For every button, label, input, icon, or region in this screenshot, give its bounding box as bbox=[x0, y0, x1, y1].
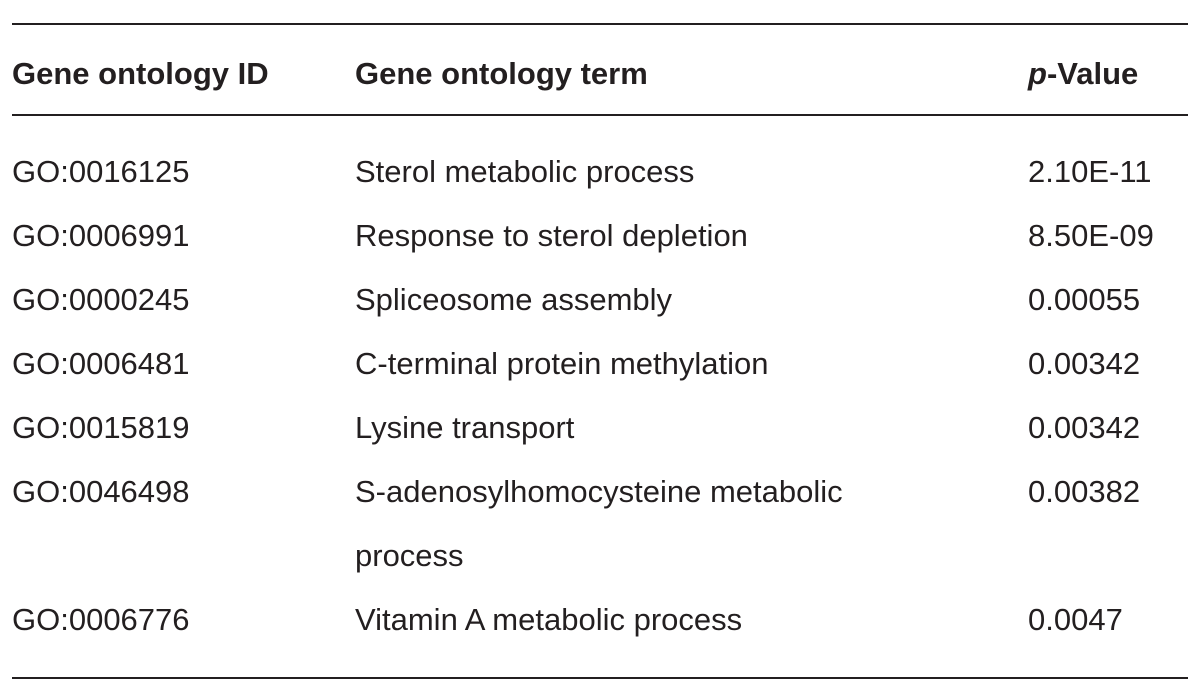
row-go-term: Response to sterol depletion bbox=[355, 218, 748, 253]
row-go-term: Sterol metabolic process bbox=[355, 154, 695, 189]
table-row: GO:0006481 C-terminal protein methylatio… bbox=[0, 332, 1200, 396]
table-row: GO:0015819 Lysine transport 0.00342 bbox=[0, 396, 1200, 460]
row-p-value: 0.00055 bbox=[1028, 282, 1141, 317]
row-go-id: GO:0015819 bbox=[12, 410, 190, 445]
table-bottom-rule bbox=[12, 677, 1188, 679]
table-row: GO:0046498 S-adenosylhomocysteine metabo… bbox=[0, 460, 1200, 588]
header-p-italic: p bbox=[1028, 56, 1047, 91]
table-header-rule bbox=[12, 114, 1188, 116]
row-go-id: GO:0006481 bbox=[12, 346, 190, 381]
table-row: GO:0006776 Vitamin A metabolic process 0… bbox=[0, 588, 1200, 652]
header-gene-ontology-id: Gene ontology ID bbox=[12, 56, 269, 91]
row-p-value: 0.00342 bbox=[1028, 410, 1141, 445]
table-row: GO:0016125 Sterol metabolic process 2.10… bbox=[0, 140, 1200, 204]
row-go-id: GO:0016125 bbox=[12, 154, 190, 189]
row-p-value: 0.00342 bbox=[1028, 346, 1141, 381]
row-p-value: 0.00382 bbox=[1028, 474, 1141, 509]
row-p-value: 0.0047 bbox=[1028, 602, 1123, 637]
table-body: GO:0016125 Sterol metabolic process 2.10… bbox=[0, 140, 1200, 652]
table-row: GO:0006991 Response to sterol depletion … bbox=[0, 204, 1200, 268]
row-go-term: Spliceosome assembly bbox=[355, 282, 673, 317]
table-top-rule bbox=[12, 23, 1188, 25]
row-go-term: Vitamin A metabolic process bbox=[355, 602, 743, 637]
table-header: Gene ontology ID Gene ontology term p-Va… bbox=[0, 52, 1200, 96]
header-gene-ontology-term: Gene ontology term bbox=[355, 56, 648, 91]
row-p-value: 2.10E-11 bbox=[1028, 154, 1152, 189]
row-go-term: C-terminal protein methylation bbox=[355, 346, 769, 381]
row-go-id: GO:0006776 bbox=[12, 602, 190, 637]
header-p-value: p-Value bbox=[1028, 52, 1138, 96]
row-go-id: GO:0006991 bbox=[12, 218, 190, 253]
row-go-term: S-adenosylhomocysteine metabolic process bbox=[355, 474, 843, 573]
row-go-term: Lysine transport bbox=[355, 410, 575, 445]
row-go-id: GO:0046498 bbox=[12, 474, 190, 509]
row-p-value: 8.50E-09 bbox=[1028, 218, 1154, 253]
row-go-id: GO:0000245 bbox=[12, 282, 190, 317]
header-value-suffix: -Value bbox=[1046, 56, 1139, 91]
table-row: GO:0000245 Spliceosome assembly 0.00055 bbox=[0, 268, 1200, 332]
